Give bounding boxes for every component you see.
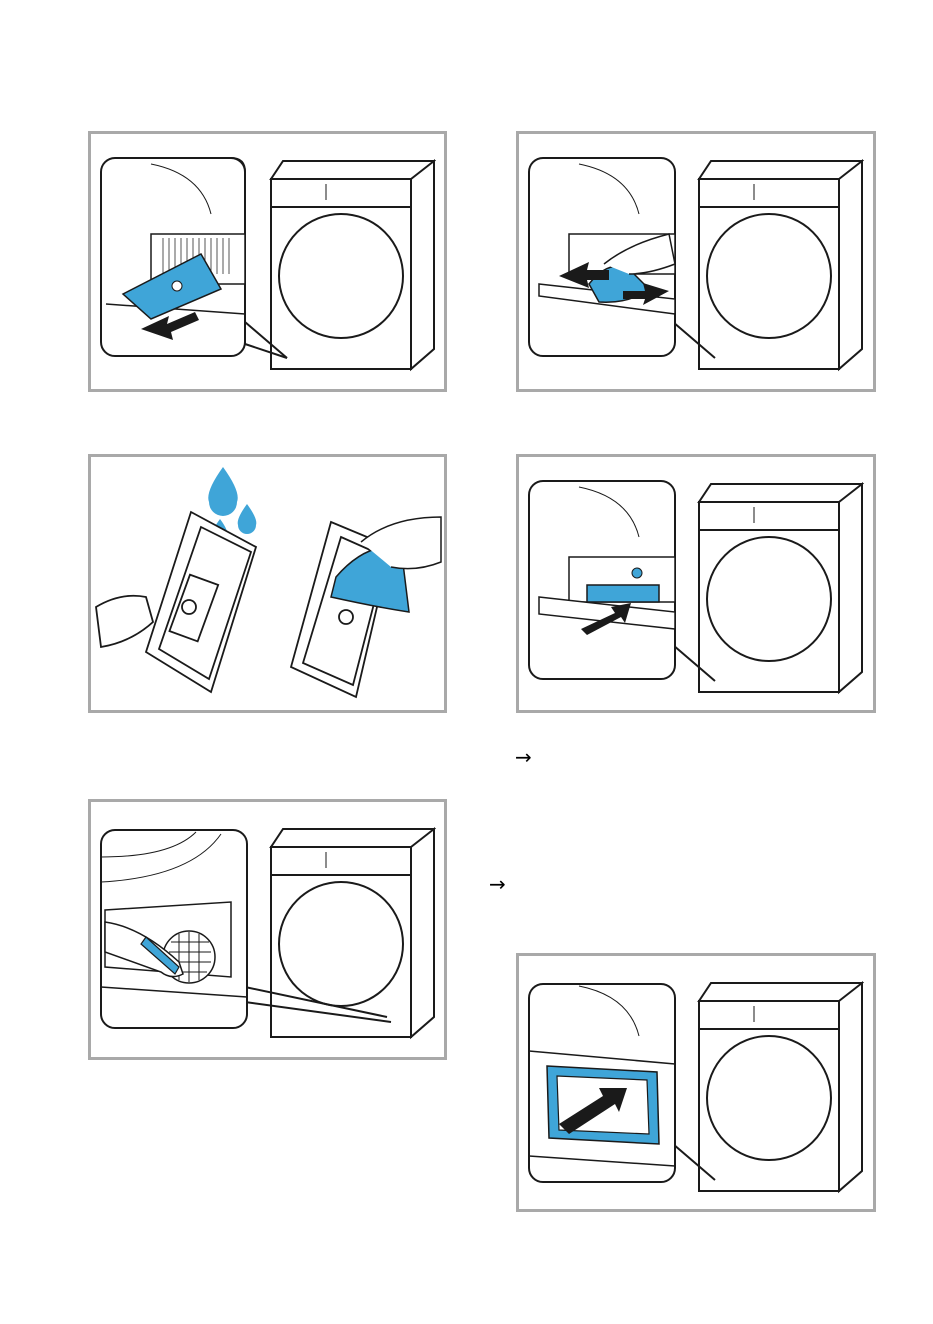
figure-remove-fluff-from-filter <box>516 131 876 392</box>
pull-out-filter-drawing <box>91 134 444 389</box>
figure-insert-heat-exchanger-cover <box>516 953 876 1212</box>
water-drops-filter-drawing <box>91 457 444 710</box>
figure-rinse-filter <box>88 454 447 713</box>
brush-clean-drawing <box>91 802 444 1057</box>
step-arrow: → <box>489 874 506 894</box>
remove-fluff-drawing <box>519 134 873 389</box>
figure-pull-out-fluff-filter <box>88 131 447 392</box>
insert-cover-drawing <box>519 956 873 1209</box>
step-arrow: → <box>515 747 532 767</box>
insert-filter-drawing <box>519 457 873 710</box>
figure-clean-filter-area <box>88 799 447 1060</box>
figure-insert-fluff-filter <box>516 454 876 713</box>
